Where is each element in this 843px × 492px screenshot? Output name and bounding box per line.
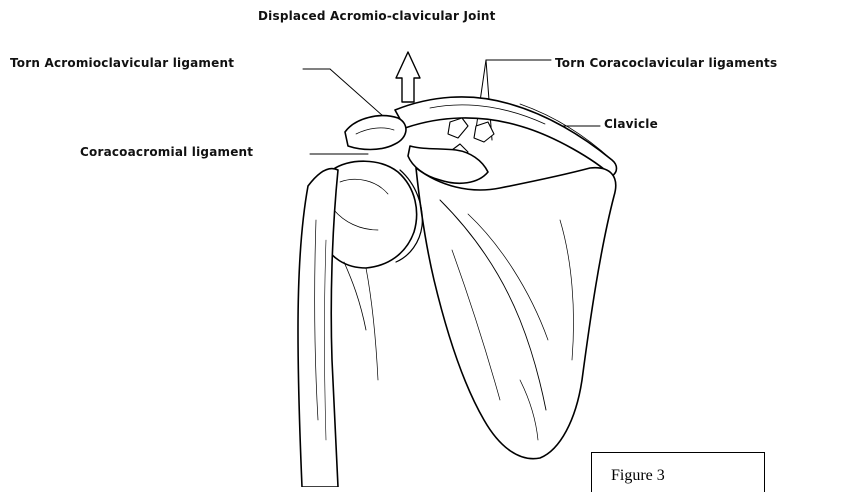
diagram-title: Displaced Acromio-clavicular Joint bbox=[258, 9, 496, 23]
scapula bbox=[416, 168, 616, 459]
acromion bbox=[345, 116, 406, 150]
label-coracoacromial-ligament: Coracoacromial ligament bbox=[80, 145, 253, 159]
label-torn-coracoclavicular-ligaments: Torn Coracoclavicular ligaments bbox=[555, 56, 777, 70]
figure-caption: Figure 3 bbox=[611, 467, 665, 485]
torn-cc-ligament-1 bbox=[448, 118, 468, 138]
up-arrow-icon bbox=[396, 52, 420, 102]
figure-caption-box: Figure 3 bbox=[591, 452, 765, 492]
label-clavicle: Clavicle bbox=[604, 117, 658, 131]
label-torn-acromioclavicular-ligament: Torn Acromioclavicular ligament bbox=[10, 56, 234, 70]
humerus bbox=[298, 169, 338, 487]
leader-torn-ac-2 bbox=[330, 69, 383, 116]
